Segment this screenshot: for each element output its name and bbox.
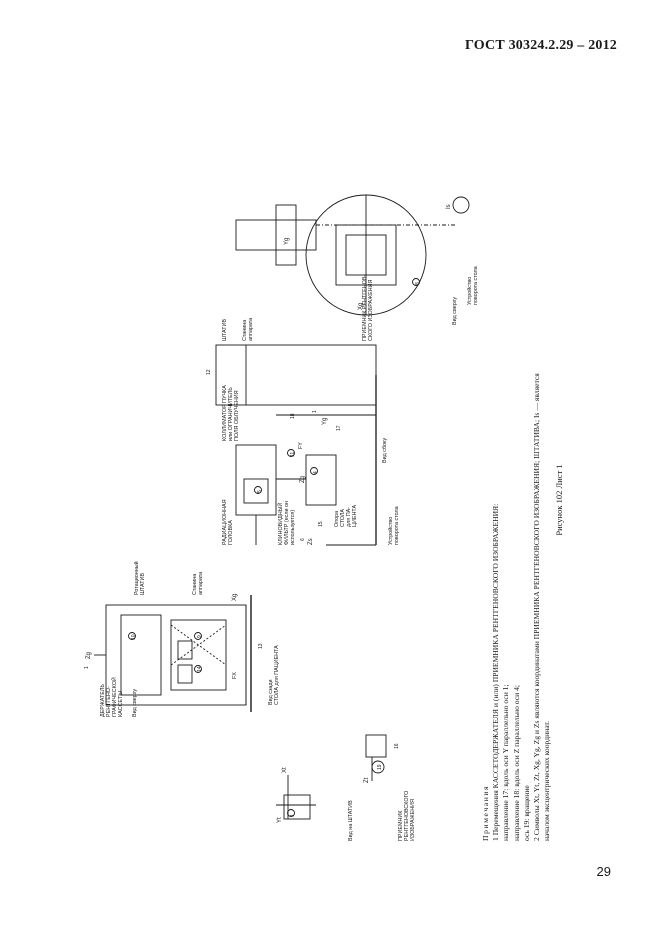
frame-side [215, 344, 377, 406]
view-on-stand-label: Вид на ШТАТИВ [348, 800, 354, 841]
collimator-body [235, 444, 277, 516]
wedge-c: используется) [290, 510, 296, 545]
callout-17: 17 [336, 425, 342, 431]
stand-label: ШТАТИВ [222, 319, 228, 341]
receptor-block [283, 794, 311, 820]
notes-block: Примечания 1 Перемещения КАССЕТОДЕРЖАТЕЛ… [481, 161, 552, 841]
label-zg2: Zg [300, 476, 306, 483]
rad-head-a: РАДИАЦИОННАЯ [222, 499, 228, 545]
holder-top [120, 614, 162, 696]
note-line-2: направление 17: вдоль оси Y параллельно … [501, 684, 511, 841]
callout-11: 11 [290, 452, 296, 457]
technical-drawing: Yt Xt Zt 1 19 16 Вид на ШТАТИВ ПРИЕМНИК … [84, 194, 479, 841]
holder-label-a: ДЕРЖАТЕЛЬ [100, 684, 106, 717]
frame-label-b: аппарата [198, 572, 204, 595]
figure-102: Yt Xt Zt 1 19 16 Вид на ШТАТИВ ПРИЕМНИК … [76, 155, 506, 845]
turn-device2-a: Устройство [466, 277, 473, 305]
label-yg3: Yg [284, 238, 290, 245]
holder-label-d: КАССЕТЫ [118, 691, 124, 717]
receptor2-a: ПРИЕМНИК РЕНТГЕНОВ- [362, 275, 368, 341]
rot-stand-label-a: Ротационный [133, 561, 140, 595]
turn-device-a: Устройство [387, 517, 394, 545]
label-zs: Zs [308, 538, 314, 545]
note-line-5: 2 Символы Xt, Yt, Zt, Xg, Yg, Zg и Zs яв… [532, 373, 542, 841]
top-view-group [235, 194, 470, 316]
notes-title: Примечания [481, 784, 490, 841]
holder-label-c: ГРАФИЧЕСКОЙ [110, 677, 118, 717]
callout-16: 16 [394, 743, 400, 749]
label-fx: FX [232, 672, 238, 679]
note-line-3: направление 18: вдоль оси Z параллельно … [511, 684, 521, 841]
label-xg: Xg [232, 594, 238, 601]
callout-1: 1 [290, 814, 296, 817]
label-yg2: Yg [322, 418, 328, 425]
view-top-label: Вид сверху [132, 689, 138, 717]
note-line-6: началом эксцентрических координат. [542, 720, 552, 841]
callout-1b: 1 [84, 666, 90, 669]
receptor-label-b: РЕНТГЕНОВСКОГО [404, 791, 410, 841]
frame-label-a: Станина [192, 574, 198, 595]
label-xg3: Xg [358, 303, 364, 310]
label-xt: Xt [282, 767, 288, 773]
figure-caption: Рисунок 102 Лист 1 [554, 464, 564, 536]
side-view-group [215, 344, 377, 546]
callout-4: 4 [313, 471, 319, 474]
rotated-content: Yt Xt Zt 1 19 16 Вид на ШТАТИВ ПРИЕМНИК … [76, 155, 576, 845]
receptor-view-group [276, 734, 387, 820]
collimator-b: или ОГРАНИЧИТЕЛЬ [228, 387, 234, 441]
note-line-1: 1 Перемещения КАССЕТОДЕРЖАТЕЛЯ и (или) П… [491, 503, 501, 841]
callout-1c: 1 [312, 410, 318, 413]
support-b: СТОЛА [340, 509, 346, 527]
support-a: Опора [334, 511, 340, 527]
holder-group [94, 595, 252, 712]
callout-14: 14 [197, 666, 203, 672]
callout-18: 18 [290, 413, 296, 419]
label-zg: Zg [86, 652, 92, 659]
callout-19: 19 [377, 764, 383, 770]
label-fy: FY [298, 442, 304, 449]
page-number: 29 [596, 864, 611, 879]
receptor-side [305, 454, 337, 506]
collimator-c: ПОЛЯ ОБЛУЧЕНИЯ [234, 390, 240, 441]
rot-stand-label-b: ШТАТИВ [140, 573, 146, 595]
label-is: Is [446, 204, 452, 209]
label-yt: Yt [277, 817, 283, 823]
callout-13: 13 [258, 643, 264, 649]
callout-9: 9 [197, 635, 203, 638]
patient-view-a: Вид сзади [268, 679, 274, 705]
view-side-label: Вид сбоку [382, 438, 388, 463]
support-c: для ПА- [346, 507, 352, 527]
holder-label-b: РЕНТГЕНО- [106, 686, 112, 717]
note-line-4: ось 19: вращение [521, 785, 531, 841]
wedge-b: ФИЛЬТР (если он [284, 501, 290, 545]
callout-15: 15 [318, 521, 324, 527]
support-d: ЦИЕНТА [352, 505, 358, 527]
receptor-label-c: ИЗОБРАЖЕНИЯ [410, 799, 416, 841]
wedge-a: КЛИНОВИДНЫЙ [276, 503, 284, 545]
callout-8: 8 [415, 282, 421, 285]
patient-view-b: СТОЛА для ПАЦИЕНТА [274, 645, 280, 705]
frame2-b: аппарата [248, 318, 254, 341]
turn-device-b: поворота стола [394, 506, 400, 545]
rad-head-b: ГОЛОВКА [228, 520, 234, 545]
frame2-a: Станина [242, 320, 248, 341]
marker-circle [287, 809, 295, 817]
receptor2-b: СКОГО ИЗОБРАЖЕНИЯ [368, 280, 374, 341]
turn-device2-b: поворота стола [473, 266, 479, 305]
standard-header: ГОСТ 30324.2.29 – 2012 [465, 38, 617, 53]
collimator-a: КОЛЛИМАТОР ПУЧКА [222, 385, 228, 441]
callout-5: 5 [257, 490, 263, 493]
callout-10: 10 [131, 634, 137, 640]
receptor-label-a: ПРИЕМНИК [398, 810, 404, 841]
view-top2-label: Вид сверху [452, 297, 458, 325]
receptor-small [365, 734, 387, 758]
holder-body [170, 619, 227, 691]
callout-6: 6 [300, 538, 306, 541]
callout-12: 12 [206, 369, 212, 375]
label-zt: Zt [364, 777, 370, 783]
